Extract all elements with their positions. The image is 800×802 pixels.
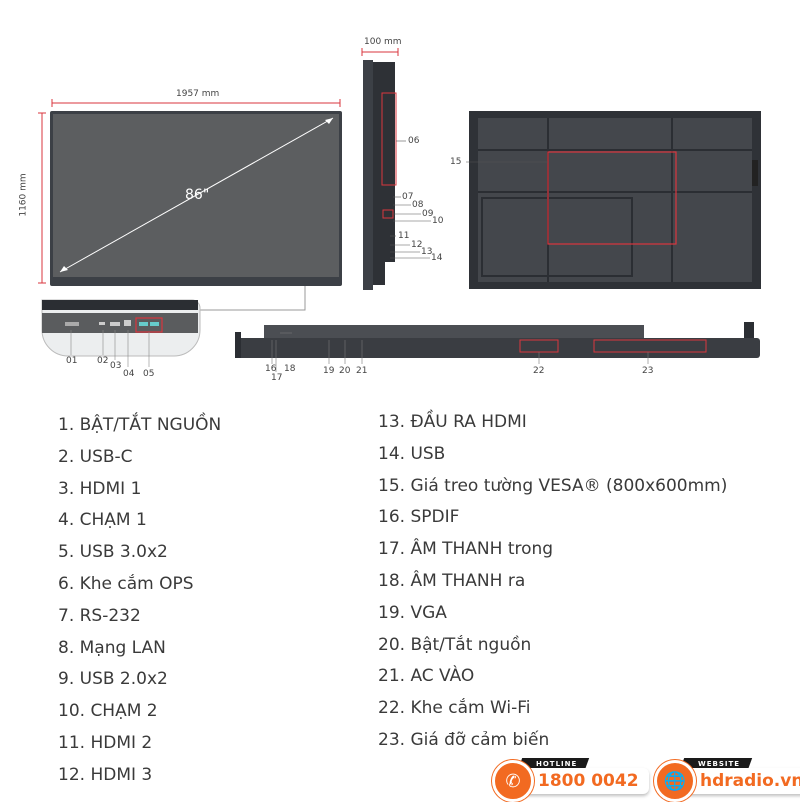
callout-23: 23 bbox=[642, 366, 654, 376]
hotline-badge[interactable]: ✆ HOTLINE 1800 0042 bbox=[492, 758, 649, 802]
legend-item: 4. CHẠM 1 bbox=[58, 510, 147, 531]
legend-item: 3. HDMI 1 bbox=[58, 478, 142, 499]
legend-item: 22. Khe cắm Wi-Fi bbox=[378, 698, 531, 719]
depth-dimension-line bbox=[361, 48, 399, 56]
website-url: hdradio.vn bbox=[684, 768, 800, 794]
legend-item: 12. HDMI 3 bbox=[58, 764, 153, 785]
callout-10: 10 bbox=[432, 216, 444, 226]
callout-04: 04 bbox=[123, 369, 135, 379]
width-dimension: 1957 mm bbox=[176, 89, 220, 99]
callout-19: 19 bbox=[323, 366, 335, 376]
legend-item: 11. HDMI 2 bbox=[58, 732, 153, 753]
legend-right: 13. ĐẦU RA HDMI 14. USB 15. Giá treo tường… bbox=[378, 407, 727, 757]
side-view bbox=[363, 60, 431, 290]
legend-item: 5. USB 3.0x2 bbox=[58, 542, 168, 563]
legend-item: 14. USB bbox=[378, 443, 446, 464]
height-dimension: 1160 mm bbox=[18, 173, 29, 217]
callout-02: 02 bbox=[97, 356, 109, 366]
legend-item: 19. VGA bbox=[378, 602, 447, 623]
callout-07: 07 bbox=[402, 192, 414, 202]
legend-item: 16. SPDIF bbox=[378, 507, 460, 528]
legend-item: 8. Mạng LAN bbox=[58, 637, 166, 658]
legend-left: 1. BẬT/TẮT NGUỒN 2. USB-C 3. HDMI 1 4. CHẠM… bbox=[58, 410, 221, 792]
legend-item: 10. CHẠM 2 bbox=[58, 701, 158, 722]
legend-item: 6. Khe cắm OPS bbox=[58, 573, 194, 594]
callout-20: 20 bbox=[339, 366, 351, 376]
legend-item: 7. RS-232 bbox=[58, 605, 141, 626]
legend-item: 2. USB-C bbox=[58, 446, 133, 467]
back-view bbox=[466, 111, 761, 289]
callout-03: 03 bbox=[110, 361, 122, 371]
callout-15: 15 bbox=[450, 157, 462, 167]
width-dimension-line bbox=[51, 99, 341, 107]
legend-item: 20. Bật/Tắt nguồn bbox=[378, 634, 532, 655]
callout-09: 09 bbox=[422, 209, 434, 219]
callout-21: 21 bbox=[356, 366, 368, 376]
callout-08: 08 bbox=[412, 200, 424, 210]
height-dimension-line bbox=[38, 112, 46, 284]
callout-05: 05 bbox=[143, 369, 155, 379]
callout-01: 01 bbox=[66, 356, 78, 366]
callout-18: 18 bbox=[284, 364, 296, 374]
legend-item: 13. ĐẦU RA HDMI bbox=[378, 412, 527, 432]
front-port-detail bbox=[41, 299, 201, 367]
website-badge[interactable]: 🌐 WEBSITE hdradio.vn bbox=[654, 758, 800, 802]
product-diagram bbox=[38, 48, 761, 372]
legend-item: 9. USB 2.0x2 bbox=[58, 669, 168, 690]
legend-item: 18. ÂM THANH ra bbox=[378, 570, 526, 591]
legend-item: 1. BẬT/TẮT NGUỒN bbox=[58, 415, 222, 435]
callout-22: 22 bbox=[533, 366, 545, 376]
depth-dimension: 100 mm bbox=[364, 37, 402, 47]
globe-icon: 🌐 bbox=[654, 760, 696, 802]
legend-item: 15. Giá treo tường VESA® (800x600mm) bbox=[378, 475, 728, 496]
front-view bbox=[50, 111, 342, 286]
callout-06: 06 bbox=[408, 136, 420, 146]
callout-14: 14 bbox=[431, 253, 443, 263]
legend-item: 17. ÂM THANH trong bbox=[378, 539, 554, 560]
callout-11: 11 bbox=[398, 231, 410, 241]
legend-item: 23. Giá đỡ cảm biến bbox=[378, 729, 550, 750]
hotline-number: 1800 0042 bbox=[522, 768, 649, 794]
phone-icon: ✆ bbox=[492, 760, 534, 802]
bottom-view bbox=[235, 322, 760, 372]
callout-13: 13 bbox=[421, 247, 433, 257]
callout-17: 17 bbox=[271, 373, 283, 383]
diagonal-size: 86" bbox=[185, 187, 210, 203]
callout-12: 12 bbox=[411, 240, 423, 250]
legend-item: 21. AC VÀO bbox=[378, 666, 475, 687]
callout-16: 16 bbox=[265, 364, 277, 374]
